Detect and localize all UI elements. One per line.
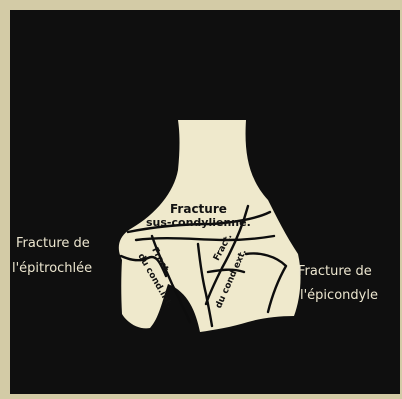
epicondyle-fracture-label-line2: l'épicondyle [300, 286, 378, 306]
epitrochlea-fracture-label-line2: l'épitrochlée [12, 259, 92, 279]
supracondylar-fracture-label-line1: Fracture [170, 202, 227, 216]
epicondyle-fracture-label-line1: Fracture de [298, 262, 372, 282]
supracondylar-fracture-label-line2: sus-condylienne. [146, 216, 251, 229]
epitrochlea-fracture-label-line1: Fracture de [16, 234, 90, 254]
